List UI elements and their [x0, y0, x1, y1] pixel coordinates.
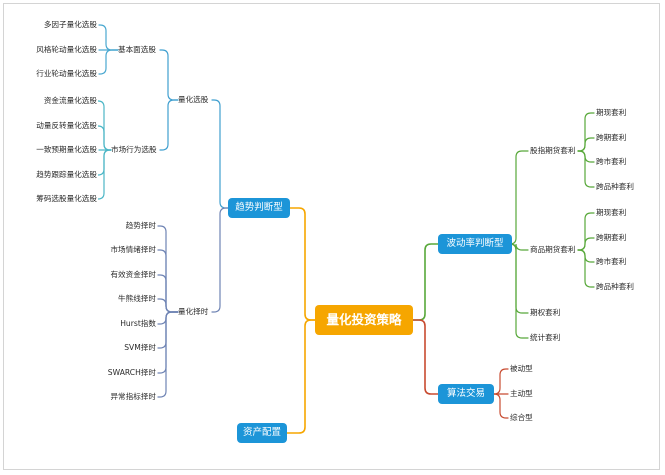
index-futures-leaf-connector [577, 150, 595, 163]
algo-trading-node[interactable]: 算法交易 [438, 384, 494, 404]
algo-leaf-label[interactable]: 综合型 [510, 413, 533, 422]
commodity-futures-leaf-connector [577, 212, 595, 251]
statistical-arbitrage-label[interactable]: 统计套利 [530, 333, 561, 342]
market-leaf-connector [97, 149, 112, 200]
algo-leaf-connector [493, 368, 509, 395]
timing-leaf-label[interactable]: Hurst指数 [120, 319, 156, 328]
root-to-algo-connector [412, 319, 439, 395]
algo-leaf-label[interactable]: 主动型 [510, 389, 533, 398]
volatility-child-connector [509, 243, 529, 314]
timing-leaf-connector [157, 249, 179, 313]
timing-label[interactable]: 量化择时 [178, 307, 209, 316]
fundamental-leaf-connector [98, 49, 119, 75]
market-behavior-leaf-label[interactable]: 动量反转量化选股 [36, 121, 97, 130]
fundamental-leaf-label[interactable]: 风格轮动量化选股 [36, 45, 97, 54]
root-to-allocation-connector [286, 319, 316, 434]
index-futures-leaf-connector [577, 112, 595, 152]
root-node[interactable]: 量化投资策略 [315, 305, 413, 335]
market-behavior-selection-label[interactable]: 市场行为选股 [111, 145, 157, 154]
options-arbitrage-label[interactable]: 期权套利 [530, 308, 561, 317]
selection-to-fundamental-connector [159, 49, 179, 101]
timing-leaf-connector [157, 311, 179, 398]
selection-to-market-connector [159, 99, 179, 151]
market-behavior-leaf-label[interactable]: 一致预期量化选股 [36, 145, 97, 154]
index-futures-arbitrage-label[interactable]: 股指期货套利 [530, 146, 576, 155]
commodity-futures-arbitrage-label[interactable]: 商品期货套利 [530, 245, 576, 254]
commodity-futures-leaf-connector [577, 237, 595, 251]
timing-leaf-connector [157, 274, 179, 313]
timing-leaf-label[interactable]: SVM择时 [124, 343, 156, 352]
timing-leaf-label[interactable]: 牛熊线择时 [118, 294, 156, 303]
index-futures-leaf-label[interactable]: 期现套利 [596, 108, 627, 117]
fundamental-leaf-label[interactable]: 多因子量化选股 [43, 20, 97, 29]
asset-allocation-node[interactable]: 资产配置 [237, 423, 287, 443]
timing-leaf-label[interactable]: 趋势择时 [125, 221, 156, 230]
timing-leaf-connector [157, 298, 179, 313]
algo-leaf-connector [493, 393, 509, 419]
volatility-child-connector [509, 243, 529, 339]
volatility-child-connector [509, 150, 529, 245]
index-futures-leaf-connector [577, 137, 595, 152]
commodity-futures-leaf-connector [577, 249, 595, 288]
commodity-futures-leaf-label[interactable]: 跨品种套利 [596, 282, 634, 291]
stock-selection-label[interactable]: 量化选股 [178, 95, 209, 104]
market-behavior-leaf-label[interactable]: 资金流量化选股 [43, 96, 97, 105]
commodity-futures-leaf-label[interactable]: 跨期套利 [596, 233, 627, 242]
index-futures-leaf-connector [577, 150, 595, 188]
volatility-judgment-node[interactable]: 波动率判断型 [438, 234, 512, 254]
index-futures-leaf-label[interactable]: 跨品种套利 [596, 182, 634, 191]
timing-leaf-connector [157, 311, 179, 349]
trend-judgment-node[interactable]: 趋势判断型 [228, 198, 290, 218]
commodity-futures-leaf-label[interactable]: 期现套利 [596, 208, 627, 217]
trend-to-selection-connector [211, 99, 229, 209]
fundamental-selection-label[interactable]: 基本面选股 [118, 45, 156, 54]
index-futures-leaf-label[interactable]: 跨市套利 [596, 157, 627, 166]
timing-leaf-label[interactable]: 市场情绪择时 [110, 245, 156, 254]
algo-leaf-label[interactable]: 被动型 [510, 364, 533, 373]
fundamental-leaf-connector [98, 24, 119, 51]
fundamental-leaf-label[interactable]: 行业轮动量化选股 [36, 69, 97, 78]
timing-leaf-label[interactable]: 有效资金择时 [110, 270, 156, 279]
commodity-futures-leaf-label[interactable]: 跨市套利 [596, 257, 627, 266]
timing-leaf-label[interactable]: 异常指标择时 [110, 392, 156, 401]
timing-leaf-label[interactable]: SWARCH择时 [107, 368, 156, 377]
commodity-futures-leaf-connector [577, 249, 595, 263]
index-futures-leaf-label[interactable]: 跨期套利 [596, 133, 627, 142]
root-to-volatility-connector [412, 243, 439, 321]
market-behavior-leaf-label[interactable]: 筹码选股量化选股 [36, 194, 97, 203]
mindmap-canvas-border [3, 3, 660, 470]
trend-to-timing-connector [211, 207, 229, 313]
timing-leaf-connector [157, 311, 179, 374]
root-to-trend-connector [289, 207, 316, 321]
market-behavior-leaf-label[interactable]: 趋势跟踪量化选股 [36, 170, 97, 179]
